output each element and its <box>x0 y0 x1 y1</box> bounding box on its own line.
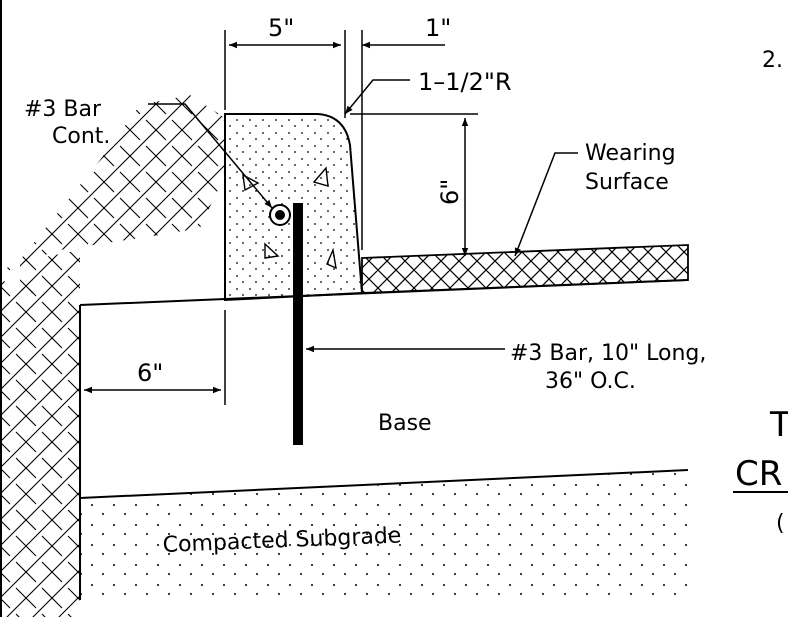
aggregate-triangle <box>312 166 329 187</box>
aggregate-triangle <box>326 247 337 270</box>
bar-cont-label-1: #3 Bar <box>24 97 102 122</box>
wearing-leader <box>514 152 578 257</box>
continuous-bar-core <box>275 210 285 220</box>
dim-curb-height: 6" <box>436 179 464 205</box>
radius-leader <box>344 79 410 115</box>
partial-title-1: T <box>769 405 788 445</box>
soil-hatch-left <box>0 280 80 617</box>
dim-curb-width: 5" <box>268 14 294 42</box>
subgrade-stipple <box>80 470 688 600</box>
wearing-surface <box>361 244 689 294</box>
dim-radius: 1–1/2"R <box>418 68 512 96</box>
soil-hatch-upper <box>0 95 225 280</box>
wearing-label-1: Wearing <box>585 141 676 166</box>
dowel-label-1: #3 Bar, 10" Long, <box>510 341 706 366</box>
soil-hatch-corner <box>20 250 80 305</box>
bar-cont-label-2: Cont. <box>52 124 110 149</box>
base-bottom-line <box>79 469 689 499</box>
aggregate-triangle <box>264 242 280 259</box>
dim-base-offset: 6" <box>137 359 163 387</box>
dowel-bar <box>293 203 303 445</box>
bar-cont-leader <box>148 103 273 209</box>
wearing-label-2: Surface <box>585 170 669 195</box>
aggregate-triangle <box>242 173 260 192</box>
note-number: 2. <box>762 48 783 73</box>
partial-subtitle: ( <box>776 511 785 536</box>
dowel-label-2: 36" O.C. <box>545 369 636 394</box>
dim-gap-width: 1" <box>425 14 451 42</box>
partial-title-2: CR <box>735 454 782 494</box>
base-label: Base <box>378 411 432 436</box>
